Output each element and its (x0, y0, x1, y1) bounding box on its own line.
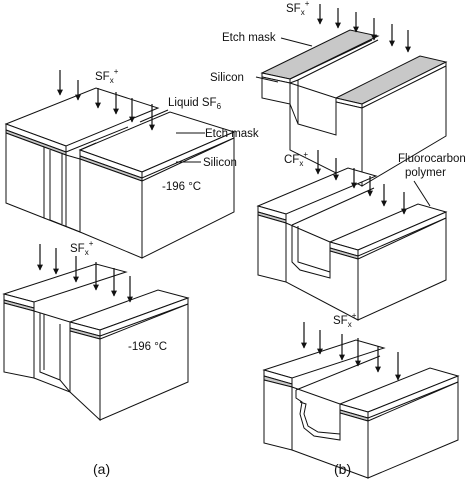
panel-b-etch-mask-leader (280, 37, 313, 47)
panel-b-step3-arrows (301, 322, 401, 381)
panel-a-step2-block (2, 263, 190, 422)
fluorocarbon-label: Fluorocarbon (398, 153, 466, 165)
panel-a-step1-temperature: -196 °C (162, 181, 201, 193)
panel-b-caption: (b) (334, 461, 351, 477)
panel-b-step2-block (256, 167, 448, 321)
panel-a-step2-temperature: -196 °C (128, 341, 167, 353)
panel-b-step3-block (262, 339, 460, 479)
panel-a-step1-block (4, 87, 236, 259)
panel-a-silicon-label: Silicon (203, 157, 237, 169)
polymer-leader (413, 180, 431, 207)
panel-b-step1-block (260, 29, 448, 187)
panel-b-step3-ion-label: SFx+ (333, 311, 357, 329)
panel-b-etch-mask-label: Etch mask (222, 32, 276, 44)
panel-a-step2-ion-label: SFx+ (70, 239, 94, 257)
panel-a-etch-mask-label: Etch mask (205, 128, 259, 140)
liquid-sf6-leader (139, 109, 169, 123)
panel-a-caption: (a) (93, 461, 110, 477)
panel-b-step1-ion-label: SFx+ (286, 0, 310, 17)
panel-b-step1-arrows (317, 4, 411, 53)
panel-b-step2-arrows (315, 150, 407, 215)
panel-b-silicon-leader (255, 76, 279, 83)
polymer-label: polymer (405, 167, 446, 179)
panel-a-step1-ion-label: SFx+ (95, 67, 119, 85)
panel-b-step2-ion-label: CFx+ (284, 150, 308, 168)
liquid-sf6-label: Liquid SF6 (168, 97, 222, 111)
panel-b-silicon-label: Silicon (210, 72, 244, 84)
panel-a-step2-arrows (37, 244, 133, 303)
